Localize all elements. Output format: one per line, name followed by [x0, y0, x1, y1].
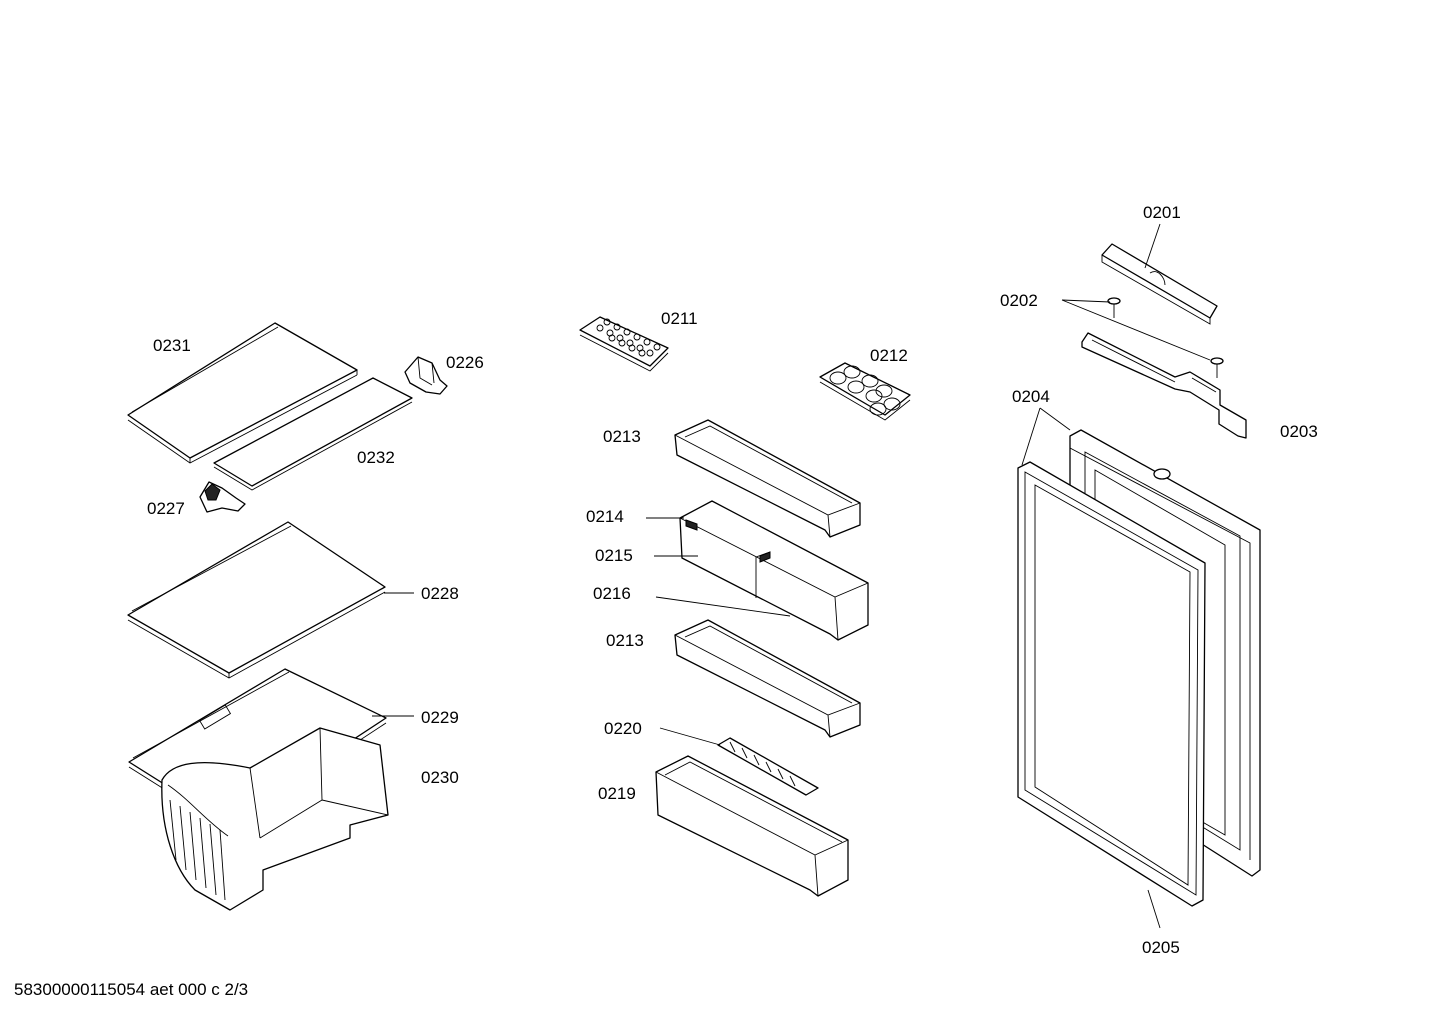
label-0211: 0211: [661, 309, 698, 328]
label-0216: 0216: [593, 584, 631, 603]
part-0220-bottle-retainer: [717, 737, 819, 796]
part-0205-door-gasket: [1017, 461, 1206, 907]
label-0215: 0215: [595, 546, 633, 565]
label-0201: 0201: [1143, 203, 1181, 222]
part-0214-door-shelf-tall: [679, 500, 869, 641]
part-0231-glass-shelf: [127, 322, 358, 464]
label-0220: 0220: [604, 719, 642, 738]
part-0213-door-shelf-lower: [674, 619, 861, 738]
label-0212: 0212: [870, 346, 908, 365]
label-0213-lower: 0213: [606, 631, 644, 650]
label-0232: 0232: [357, 448, 395, 467]
label-0231: 0231: [153, 336, 191, 355]
part-0202-screws: [1107, 297, 1224, 378]
label-0202: 0202: [1000, 291, 1038, 310]
label-0226: 0226: [446, 353, 484, 372]
leader-lines: [372, 223, 1211, 929]
label-0205: 0205: [1142, 938, 1180, 957]
label-0219: 0219: [598, 784, 636, 803]
part-0201-hinge-cover: [1101, 243, 1218, 325]
part-0212-egg-tray: [819, 362, 911, 421]
label-0229: 0229: [421, 708, 459, 727]
part-0219-bottle-shelf: [655, 755, 849, 897]
part-0230-crisper-drawer: [161, 727, 389, 911]
part-0213-door-shelf-upper: [674, 419, 861, 538]
label-0204: 0204: [1012, 387, 1050, 406]
part-0226-shelf-bracket: [404, 356, 448, 395]
part-0228-glass-shelf: [127, 521, 386, 679]
part-0232-glass-strip: [213, 377, 413, 491]
label-0214: 0214: [586, 507, 624, 526]
part-0211-ice-tray: [579, 316, 669, 372]
label-0203: 0203: [1280, 422, 1318, 441]
label-0230: 0230: [421, 768, 459, 787]
label-0228: 0228: [421, 584, 459, 603]
part-0227-shelf-bracket: [199, 481, 246, 513]
label-0213-upper: 0213: [603, 427, 641, 446]
drawing-number-footer: 58300000115054 aet 000 c 2/3: [14, 980, 249, 999]
label-0227: 0227: [147, 499, 185, 518]
part-0203-hinge-bracket: [1081, 332, 1247, 439]
part-labels: 0201 0202 0203 0204 0205 0211 0212 0213 …: [147, 203, 1318, 957]
